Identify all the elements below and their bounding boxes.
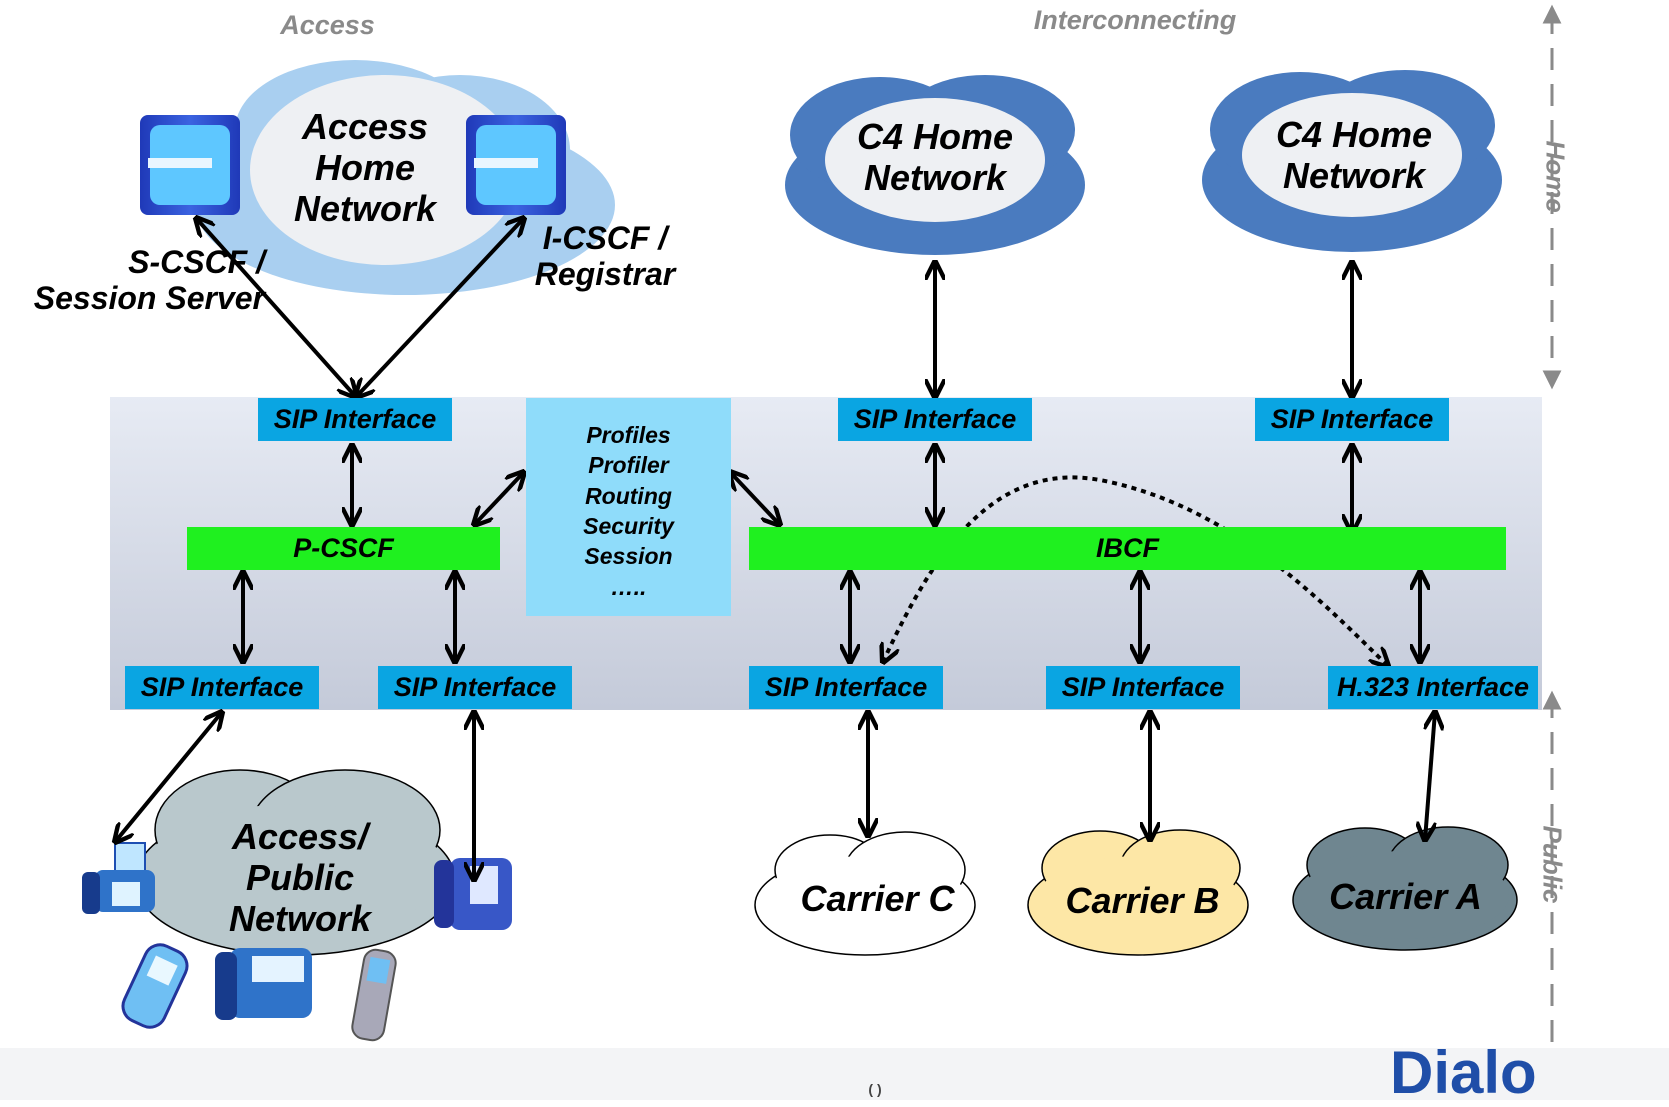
zone-home-label: Home — [1540, 140, 1571, 213]
carrier-b-label: Carrier B — [1065, 880, 1220, 921]
sip-interface-top-right: SIP Interface — [1255, 398, 1449, 441]
p-cscf-bar: P-CSCF — [187, 527, 500, 570]
zone-public-label: Public — [1537, 825, 1568, 904]
fax-phone-icon — [82, 842, 155, 914]
function-item: Routing — [585, 482, 672, 509]
function-item: Profiler — [588, 452, 669, 479]
carrier-c-cloud — [754, 831, 976, 956]
s-cscf-label: S-CSCF / Session Server — [33, 244, 265, 317]
carrier-a-label: Carrier A — [1329, 876, 1482, 917]
c4-home-cloud-2 — [1202, 70, 1502, 252]
footer-strip — [0, 1048, 1669, 1100]
brand-logo-text: Dialo — [1390, 1039, 1537, 1106]
access-home-network-label: Access Home Network — [293, 106, 437, 230]
zone-access-label: Access — [280, 10, 375, 40]
center-functions-box: Profiles Profiler Routing Security Sessi… — [526, 398, 731, 616]
sip-interface-bottom-2: SIP Interface — [378, 666, 572, 709]
i-cscf-label: I-CSCF / Registrar — [534, 220, 676, 293]
c4-home-network-1-label: C4 Home Network — [856, 116, 1014, 199]
sip-interface-bottom-1: SIP Interface — [125, 666, 319, 709]
i-cscf-server-icon — [466, 115, 566, 215]
flip-phone-icon — [351, 948, 397, 1042]
mobile-phone-icon — [121, 943, 189, 1029]
s-cscf-server-icon — [140, 115, 240, 215]
carrier-b-cloud — [1027, 829, 1249, 956]
public-axis — [1542, 690, 1562, 1100]
arrow-center-ibcf — [730, 472, 780, 525]
sip-interface-bottom-3: SIP Interface — [749, 666, 943, 709]
function-item: ….. — [610, 573, 647, 600]
function-item: Profiles — [586, 422, 671, 448]
arrow-sip-fax — [115, 712, 222, 842]
c4-home-network-2-label: C4 Home Network — [1275, 114, 1433, 197]
function-item: Security — [583, 513, 674, 540]
carrier-c-label: Carrier C — [800, 878, 955, 919]
arrow-pcscf-center — [474, 472, 524, 525]
arrow-h323-carrier-a — [1425, 712, 1435, 840]
arrow-icscf-sip — [356, 218, 524, 397]
sip-interface-bottom-4: SIP Interface — [1046, 666, 1240, 709]
access-public-network-label: Access/ Public Network — [228, 816, 372, 940]
sip-interface-top-left: SIP Interface — [258, 398, 452, 441]
page-marker: ( ) — [868, 1081, 882, 1097]
home-axis — [1542, 4, 1562, 390]
c4-home-cloud-1 — [785, 75, 1085, 255]
h323-interface-bottom-5: H.323 Interface — [1328, 666, 1538, 709]
zone-interconnecting-label: Interconnecting — [1033, 5, 1237, 35]
sip-interface-top-mid: SIP Interface — [838, 398, 1032, 441]
arrow-scscf-sip — [196, 218, 356, 397]
function-item: Session — [584, 543, 673, 570]
ip-phone-icon — [215, 948, 312, 1020]
carrier-a-cloud — [1292, 826, 1518, 951]
ibcf-bar: IBCF — [749, 527, 1506, 570]
